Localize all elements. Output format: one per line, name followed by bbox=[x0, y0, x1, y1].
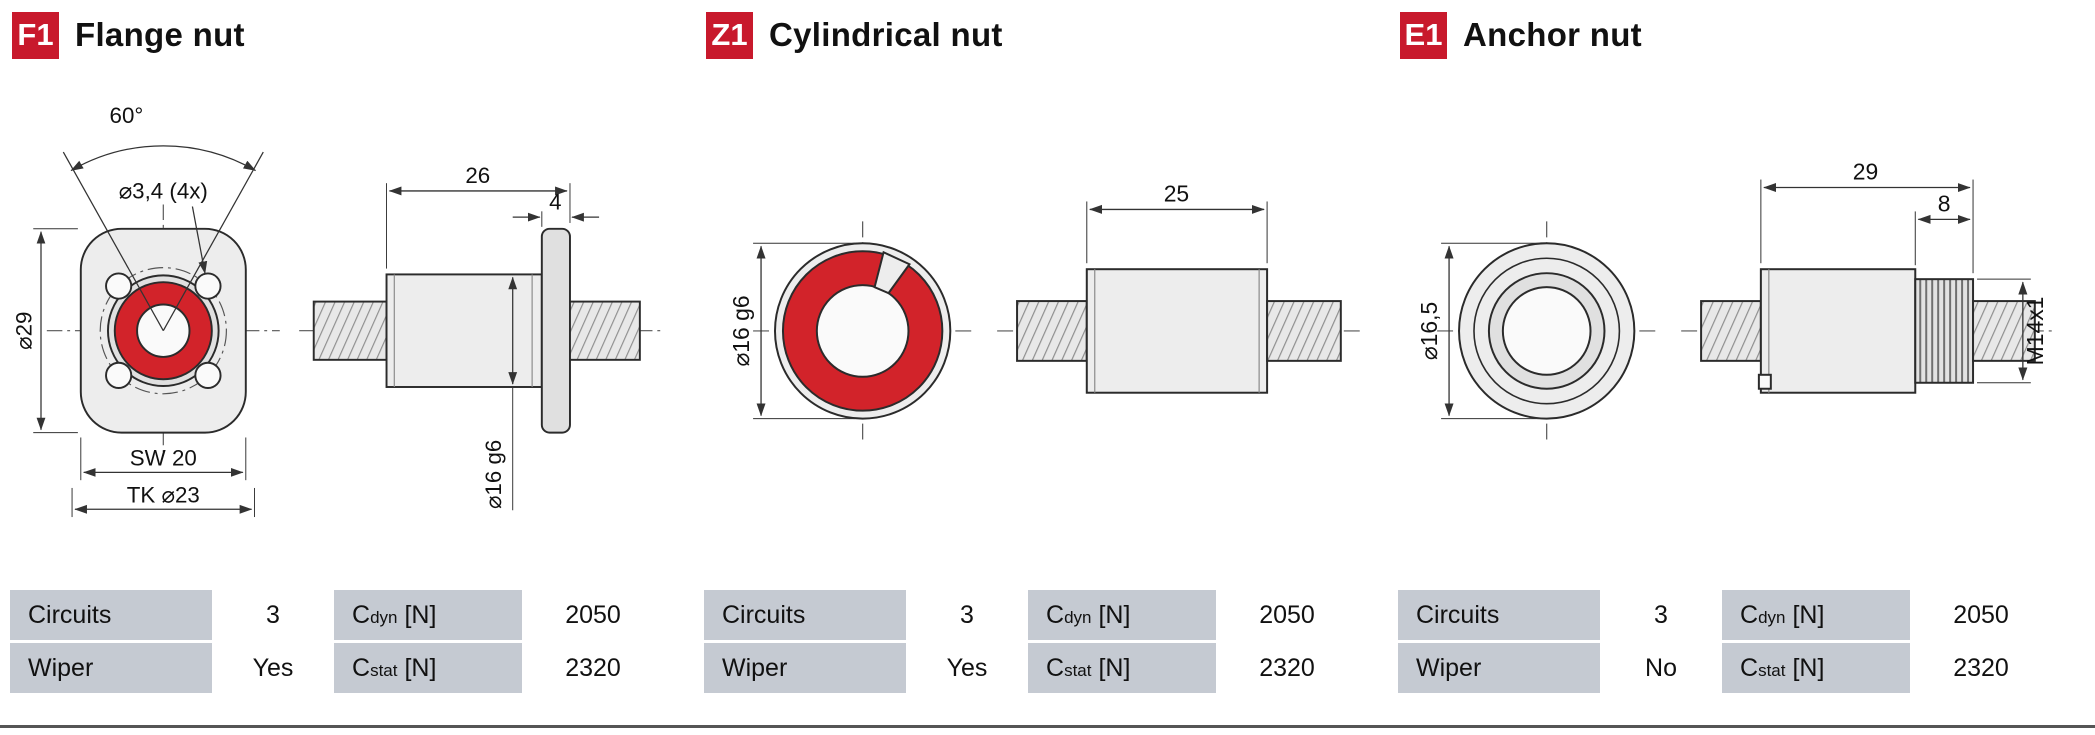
bore bbox=[815, 284, 910, 378]
cstat-base: C bbox=[352, 653, 371, 682]
wiper-value: No bbox=[1645, 653, 1677, 682]
cdyn-value: 2050 bbox=[1259, 600, 1315, 629]
cstat-unit: [N] bbox=[1792, 653, 1825, 682]
anchor-nut-drawing: ⌀16,5 29 8 bbox=[1416, 159, 2055, 443]
cstat-unit: [N] bbox=[1098, 653, 1131, 682]
cdyn-unit: [N] bbox=[1098, 600, 1131, 629]
cdyn-base: C bbox=[1740, 600, 1759, 629]
anchor-slot bbox=[1757, 373, 1772, 390]
side-view: 29 8 M14x1 bbox=[1681, 159, 2055, 394]
cstat-value: 2320 bbox=[1259, 653, 1315, 682]
screw-shaft bbox=[312, 300, 388, 361]
cdyn-base: C bbox=[1046, 600, 1065, 629]
dim-nut-dia-label: ⌀16 g6 bbox=[728, 295, 754, 366]
bolt-holes bbox=[105, 272, 222, 389]
cdyn-sub: dyn bbox=[1758, 608, 1786, 627]
mounting-thread bbox=[1914, 278, 1975, 384]
front-view: ⌀16,5 bbox=[1416, 221, 1659, 443]
circuits-value: 3 bbox=[1654, 600, 1668, 629]
dim-nut-dia-label: ⌀16 g6 bbox=[481, 440, 506, 509]
dim-hole-label: ⌀3,4 (4x) bbox=[119, 179, 208, 204]
cdyn-sub: dyn bbox=[1064, 608, 1092, 627]
front-view: 60° ⌀3,4 (4x) ⌀29 SW 20 TK ⌀23 bbox=[11, 103, 280, 518]
panel-anchor-nut: E1 Anchor nut bbox=[1396, 10, 2090, 693]
screw-shaft bbox=[1016, 300, 1088, 362]
bottom-divider bbox=[0, 725, 2095, 728]
cstat-base: C bbox=[1740, 653, 1759, 682]
dim-thread-length-label: 8 bbox=[1938, 190, 1951, 216]
cstat-unit: [N] bbox=[404, 653, 437, 682]
front-view: ⌀16 g6 bbox=[728, 221, 975, 443]
wiper-label: Wiper bbox=[704, 643, 906, 693]
cstat-base: C bbox=[1046, 653, 1065, 682]
circuits-value: 3 bbox=[960, 600, 974, 629]
dim-flats-label: SW 20 bbox=[130, 446, 197, 471]
cdyn-unit: [N] bbox=[1792, 600, 1825, 629]
panel-cylindrical-nut: Z1 Cylindrical nut bbox=[702, 10, 1396, 693]
wiper-notch bbox=[873, 250, 911, 295]
nut-body bbox=[1759, 268, 1917, 394]
flange-nut-drawing: 60° ⌀3,4 (4x) ⌀29 SW 20 TK ⌀23 bbox=[11, 103, 661, 518]
panel-title: Cylindrical nut bbox=[769, 16, 1003, 53]
circuits-value: 3 bbox=[266, 600, 280, 629]
dim-angle-label: 60° bbox=[110, 103, 144, 128]
screw-shaft bbox=[1700, 300, 1762, 362]
screw-shaft bbox=[569, 300, 641, 361]
cdyn-base: C bbox=[352, 600, 371, 629]
panel-flange-nut: F1 Flange nut bbox=[8, 10, 702, 693]
wiper-label: Wiper bbox=[10, 643, 212, 693]
panel-title: Flange nut bbox=[75, 16, 245, 53]
nut-body bbox=[1085, 268, 1269, 394]
dim-length-label: 26 bbox=[465, 163, 490, 188]
dim-length-label: 29 bbox=[1853, 159, 1878, 185]
bore bbox=[1501, 286, 1592, 376]
screw-shaft bbox=[1266, 300, 1342, 362]
side-view: 26 4 ⌀16 g6 bbox=[299, 163, 661, 511]
cylindrical-nut-drawing: ⌀16 g6 25 bbox=[728, 180, 1361, 443]
dim-nut-dia-label: ⌀16,5 bbox=[1416, 302, 1442, 360]
cdyn-sub: dyn bbox=[370, 608, 398, 627]
panel-header: F1 Flange nut bbox=[12, 10, 702, 60]
cdyn-value: 2050 bbox=[565, 600, 621, 629]
circuits-label: Circuits bbox=[10, 590, 212, 640]
wiper-value: Yes bbox=[252, 653, 294, 682]
circuits-label: Circuits bbox=[1398, 590, 1600, 640]
dim-flange-thickness-label: 4 bbox=[549, 189, 561, 214]
nut-body bbox=[385, 273, 543, 388]
catalog-page: F1 Flange nut bbox=[8, 10, 2090, 693]
cdyn-value: 2050 bbox=[1953, 600, 2009, 629]
flange-disc bbox=[540, 227, 571, 434]
type-badge: E1 bbox=[1400, 11, 1447, 59]
dim-bolt-circle-label: TK ⌀23 bbox=[127, 482, 200, 507]
wiper-label: Wiper bbox=[1398, 643, 1600, 693]
cstat-sub: stat bbox=[370, 661, 398, 680]
type-badge: F1 bbox=[12, 11, 59, 59]
cstat-sub: stat bbox=[1758, 661, 1786, 680]
cstat-value: 2320 bbox=[1953, 653, 2009, 682]
panel-title: Anchor nut bbox=[1463, 16, 1642, 53]
cstat-value: 2320 bbox=[565, 653, 621, 682]
dim-flange-dia-label: ⌀29 bbox=[11, 312, 36, 350]
dim-thread-label: M14x1 bbox=[2022, 297, 2048, 366]
cstat-sub: stat bbox=[1064, 661, 1092, 680]
panel-header: Z1 Cylindrical nut bbox=[706, 10, 1396, 60]
type-badge: Z1 bbox=[706, 11, 753, 59]
cdyn-unit: [N] bbox=[404, 600, 437, 629]
dim-length-label: 25 bbox=[1164, 180, 1189, 206]
circuits-label: Circuits bbox=[704, 590, 906, 640]
wiper-value: Yes bbox=[946, 653, 988, 682]
panel-header: E1 Anchor nut bbox=[1400, 10, 2090, 60]
side-view: 25 bbox=[997, 180, 1361, 394]
